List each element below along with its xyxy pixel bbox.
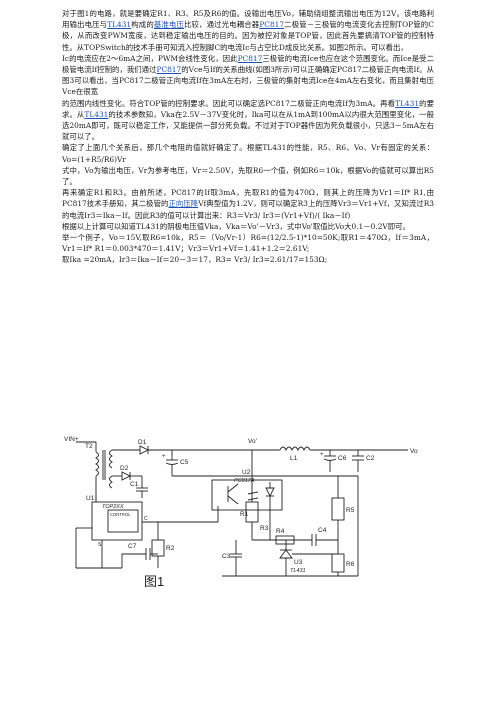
label-r3: R3 xyxy=(260,525,269,532)
paragraph-9: 取Ika =20mA，Ir3＝Ika－If＝20－3＝17，R3= Vr3/ I… xyxy=(62,255,328,265)
label-vo-prime: Vo' xyxy=(248,438,257,445)
paragraph-6: 再来确定R1和R3。由前所述，PC817的If取3mA，先取R1的值为470Ω，… xyxy=(62,188,434,220)
link-pc817[interactable]: PC817 xyxy=(156,65,182,75)
paragraph-5: 式中，Vo为输出电压，Vr为参考电压，Vr＝2.50V，先取R6一个值，例如R6… xyxy=(62,165,434,187)
label-c3: C3 xyxy=(222,553,231,560)
label-r4: R4 xyxy=(276,528,285,535)
label-c2: C2 xyxy=(366,455,375,462)
label-top: TOP2XX xyxy=(102,504,124,510)
label-t2: T2 xyxy=(85,443,93,450)
paragraph-4: 确定了上面几个关系后，那几个电阻的值就好确定了。根据TL431的性能，R5、R6… xyxy=(62,143,434,164)
circuit-diagram: VIN+ Vo' Vo T2 D1 D2 C5 C1 L1 C6 C2 U1 T… xyxy=(64,436,418,589)
label-vin: VIN+ xyxy=(64,436,79,443)
label-d1: D1 xyxy=(138,439,147,446)
link-pc817[interactable]: PC817 xyxy=(259,20,285,30)
figure-caption: 图1 xyxy=(144,574,164,589)
label-d2: D2 xyxy=(120,465,129,472)
paragraph-7: 根据以上计算可以知道TL431的阴极电压值Vka，Vka＝Vo'－Vr3，式中V… xyxy=(62,221,410,231)
paragraph-2: Ic的电流应在2～6mA之间，PWM会线性变化，因此PC817三极管的电流Ice… xyxy=(62,53,435,97)
label-u1: U1 xyxy=(86,495,95,502)
label-c6: C6 xyxy=(338,455,347,462)
label-l1: L1 xyxy=(290,455,298,462)
label-c5: C5 xyxy=(180,459,189,466)
label-pin-c: C xyxy=(144,516,148,522)
paragraph-8: 举一个例子，Vo＝15V,取R6=10k，R5＝（Vo/Vr-1）R6=(12/… xyxy=(62,233,434,254)
label-pc817a: PC817A xyxy=(234,478,255,484)
link-tl431[interactable]: TL431 xyxy=(395,98,420,108)
label-c4: C4 xyxy=(318,527,327,534)
label-c1: C1 xyxy=(130,481,139,488)
link-tl431[interactable]: TL431 xyxy=(107,20,132,30)
label-control: CONTROL xyxy=(110,512,131,517)
label-tl431: TL431 xyxy=(290,568,306,574)
paragraph-3: 的范围内线性变化。符合TOP管的控制要求。因此可以确定选PC817二极管正向电流… xyxy=(62,98,434,142)
link-tl431[interactable]: TL431 xyxy=(84,109,109,119)
label-pin-s: S xyxy=(98,542,102,548)
plus-sign: + xyxy=(162,454,166,460)
article-text: 对于图1的电路，就是要确定R1、R3、R5及R6的值。设输出电压Vo，辅助绕组整… xyxy=(62,8,434,266)
label-u3: U3 xyxy=(294,559,303,566)
link-pc817[interactable]: PC817 xyxy=(237,53,263,63)
plus-sign: + xyxy=(320,452,324,458)
label-r5: R5 xyxy=(346,507,355,514)
label-r2: R2 xyxy=(166,545,175,552)
label-vo: Vo xyxy=(410,448,418,455)
paragraph-1: 对于图1的电路，就是要确定R1、R3、R5及R6的值。设输出电压Vo，辅助绕组整… xyxy=(62,9,434,52)
label-r1: R1 xyxy=(240,511,249,518)
link-reference-voltage[interactable]: 基准电压 xyxy=(153,20,184,30)
label-u2: U2 xyxy=(242,469,251,476)
label-c7: C7 xyxy=(128,543,137,550)
label-r6: R6 xyxy=(346,561,355,568)
link-forward-voltage[interactable]: 正向压降 xyxy=(168,199,199,209)
